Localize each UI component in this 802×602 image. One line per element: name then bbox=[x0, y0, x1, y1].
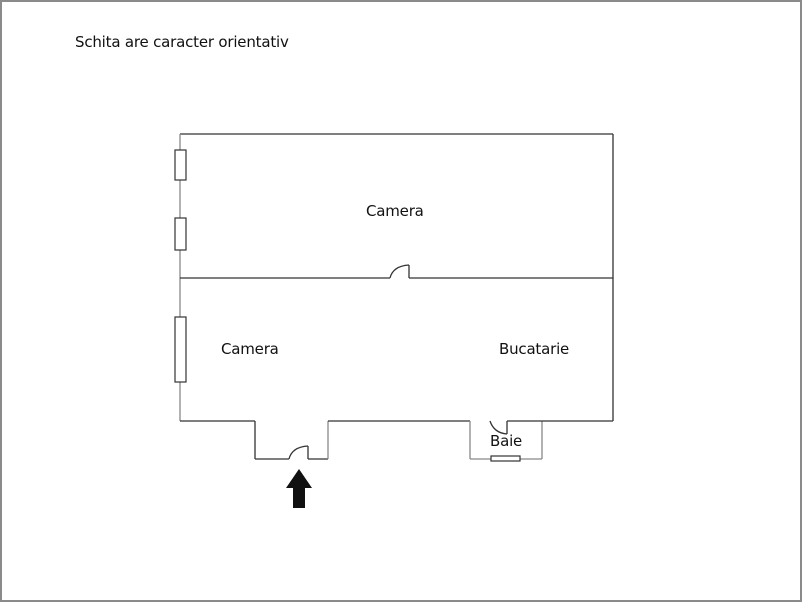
room-label-baie: Baie bbox=[490, 432, 523, 450]
room-label-bucatarie: Bucatarie bbox=[499, 340, 570, 358]
door-middle-arc bbox=[389, 264, 410, 279]
window-baie bbox=[490, 455, 521, 462]
baie-door-arc bbox=[489, 420, 508, 435]
arrow-up-icon bbox=[286, 469, 312, 508]
room-label-camera-bottom: Camera bbox=[221, 340, 279, 358]
window-left-3 bbox=[174, 316, 187, 383]
room-label-camera-top: Camera bbox=[366, 202, 424, 220]
window-left-2 bbox=[174, 217, 187, 251]
disclaimer-note: Schita are caracter orientativ bbox=[75, 33, 289, 51]
entrance-door-arc bbox=[288, 445, 309, 460]
window-left-1 bbox=[174, 149, 187, 181]
